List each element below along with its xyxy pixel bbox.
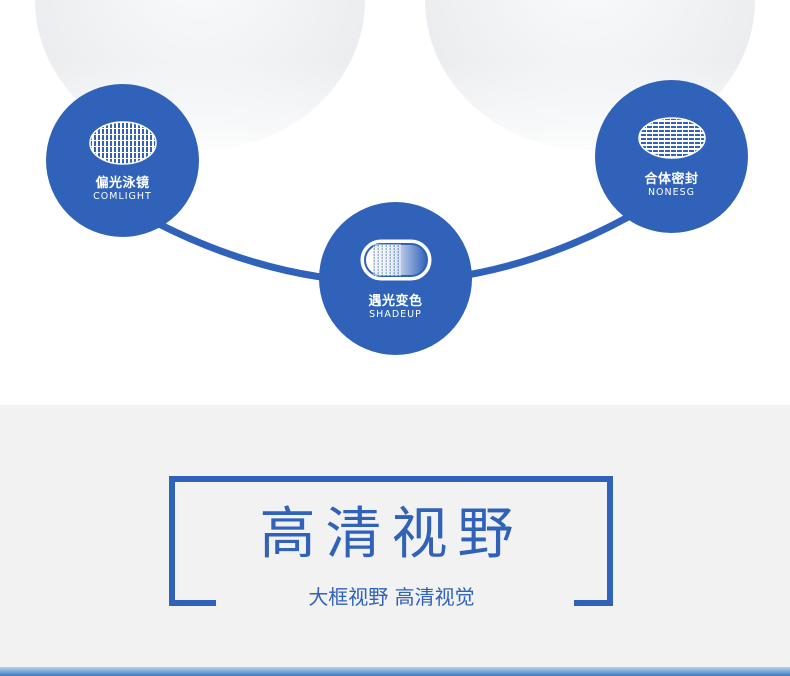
horizontal-stripe-lens-icon [637, 116, 706, 159]
title-frame [169, 476, 613, 606]
feature-comlight: 偏光泳镜 COMLIGHT [46, 84, 199, 237]
feature-subtitle: SHADEUP [369, 308, 422, 320]
feature-subtitle: COMLIGHT [93, 190, 152, 202]
section-subtitle: 大框视野 高清视觉 [308, 585, 475, 609]
feature-title: 偏光泳镜 [95, 175, 150, 191]
vertical-stripe-lens-icon [88, 120, 157, 165]
hd-vision-section: 高清视野 大框视野 高清视觉 [0, 405, 790, 676]
feature-subtitle: NONESG [647, 186, 696, 198]
features-section: 偏光泳镜 COMLIGHT 遇光变色 SHADEUP [0, 0, 790, 355]
feature-nonesg: 合体密封 NONESG [595, 80, 748, 233]
feature-shadeup: 遇光变色 SHADEUP [319, 202, 472, 355]
feature-title: 遇光变色 [368, 293, 423, 309]
feature-title: 合体密封 [644, 171, 699, 187]
bottom-blue-band [0, 667, 790, 676]
section-title: 高清视野 [259, 502, 524, 567]
gradient-lens-icon [360, 239, 431, 280]
